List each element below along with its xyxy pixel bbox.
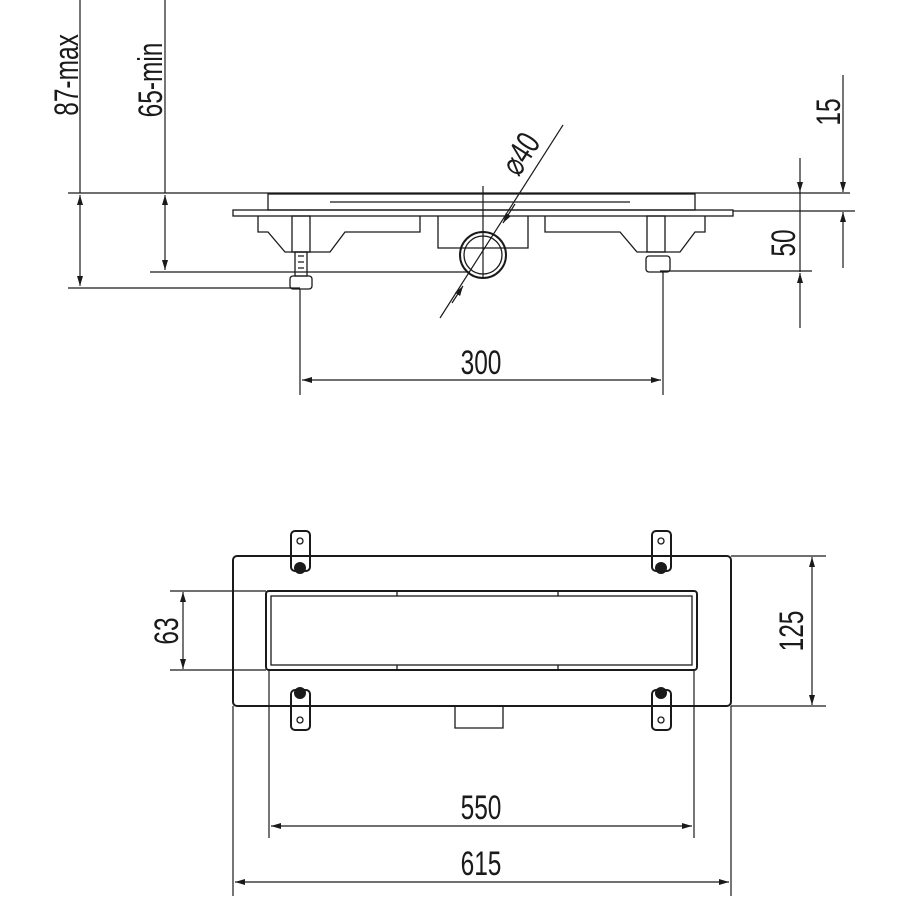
top-view: 63 125 550 615 — [148, 530, 826, 896]
diameter-leader — [439, 124, 564, 319]
pipe-diameter-label: ⌀40 — [494, 126, 549, 182]
grate-width-label: 63 — [148, 617, 186, 644]
plate-length-label: 615 — [461, 845, 502, 883]
grate-length-label: 550 — [461, 789, 502, 827]
height-max-label: 87-max — [48, 34, 86, 116]
plate-width-label: 125 — [773, 611, 811, 652]
base-plate — [232, 555, 732, 707]
outlet-stub — [454, 706, 504, 729]
screws — [294, 537, 667, 724]
height-min-label: 65-min — [132, 43, 170, 118]
flange-height-label: 15 — [810, 98, 848, 125]
feet-spacing-label: 300 — [461, 344, 502, 382]
grate — [265, 590, 698, 671]
body-height-label: 50 — [765, 229, 803, 256]
side-view: ⌀40 87-max 65-min 15 50 300 — [48, 0, 855, 395]
mounting-ears — [290, 530, 672, 731]
